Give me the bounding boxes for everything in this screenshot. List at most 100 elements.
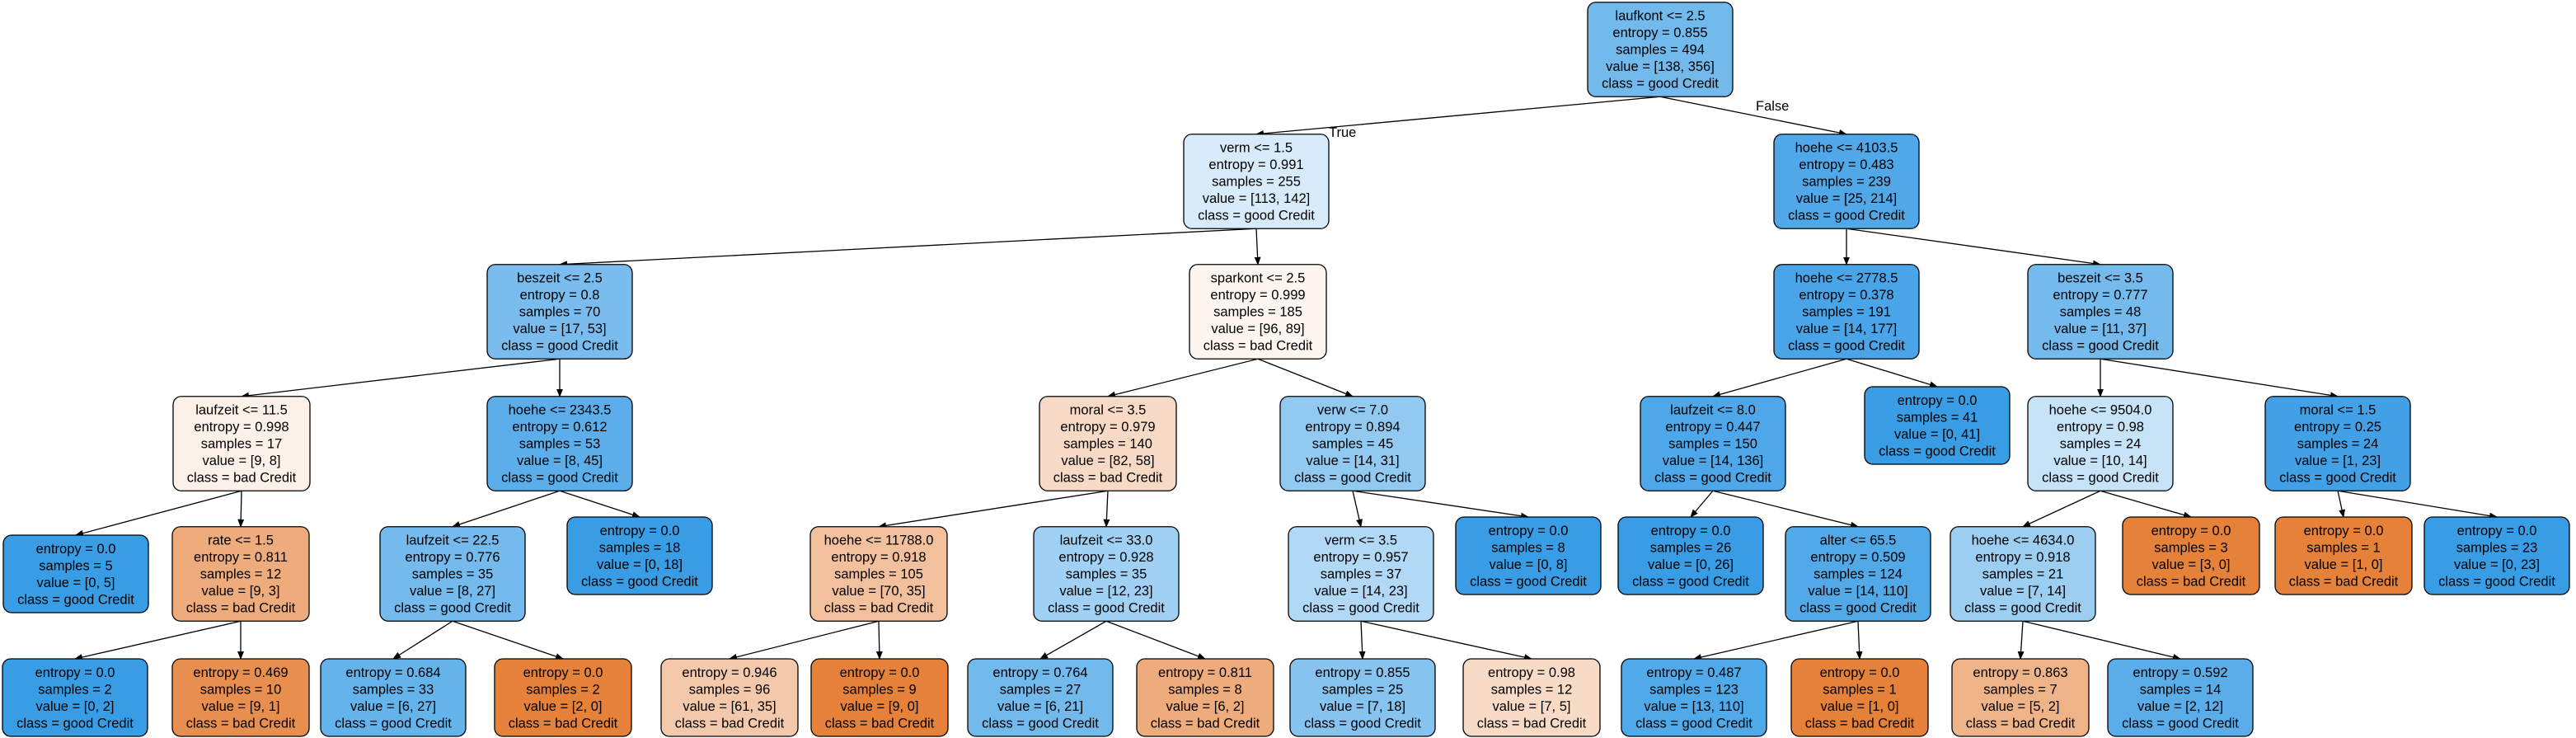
tree-node-line: value = [1, 23]: [2295, 454, 2381, 468]
tree-node-line: hoehe <= 2778.5: [1795, 271, 1898, 286]
tree-node-line: value = [82, 58]: [1061, 454, 1154, 468]
tree-node-line: entropy = 0.0: [2304, 524, 2384, 538]
tree-node-line: samples = 35: [412, 567, 494, 582]
tree-node-line: samples = 37: [1321, 567, 1402, 582]
tree-node-line: class = bad Credit: [1151, 716, 1260, 731]
tree-node-line: moral <= 1.5: [2300, 403, 2377, 418]
tree-node-box: [171, 658, 310, 737]
tree-node-line: value = [8, 45]: [517, 454, 603, 468]
tree-node-box: [1640, 396, 1786, 491]
tree-node-line: entropy = 0.0: [840, 665, 920, 680]
tree-node-box: [2, 658, 148, 737]
tree-edge-n4-n9: [1107, 358, 1259, 398]
tree-edge-n25-n42: [2022, 620, 2181, 660]
tree-node-box: [320, 658, 467, 737]
tree-edge-n5-n12: [1846, 358, 1938, 388]
tree-node-line: rate <= 1.5: [208, 534, 274, 548]
tree-edge-n10-n21: [1352, 491, 1363, 528]
tree-node-box: [810, 658, 949, 737]
tree-edge-n5-n11: [1712, 358, 1847, 398]
tree-node-line: samples = 255: [1212, 175, 1301, 190]
tree-node-line: samples = 2: [526, 682, 599, 697]
tree-node-line: samples = 3: [2154, 540, 2227, 555]
tree-edge-n24-n39: [1693, 620, 1859, 660]
tree-node-line: entropy = 0.776: [405, 550, 500, 565]
tree-node-line: entropy = 0.98: [2057, 420, 2144, 435]
tree-node-line: class = good Credit: [1635, 716, 1753, 731]
tree-node-line: value = [7, 18]: [1320, 699, 1405, 714]
tree-node-line: value = [113, 142]: [1203, 191, 1310, 206]
tree-node-line: value = [61, 35]: [683, 699, 776, 714]
tree-node-line: samples = 150: [1668, 437, 1757, 452]
tree-edge-n4-n10: [1257, 358, 1354, 397]
tree-node-box: [1621, 658, 1767, 737]
tree-node-line: class = bad Credit: [2289, 574, 2399, 589]
tree-node-line: entropy = 0.0: [36, 542, 116, 557]
tree-edges: [74, 96, 2498, 660]
tree-node-box: [2107, 658, 2254, 737]
tree-edge-n14-n27: [2337, 491, 2345, 518]
tree-node-line: value = [138, 356]: [1606, 59, 1715, 74]
tree-node-box: [1136, 658, 1274, 737]
tree-node-line: class = good Credit: [335, 716, 452, 731]
tree-node-line: value = [11, 37]: [2054, 322, 2147, 336]
tree-node-line: hoehe <= 2343.5: [509, 403, 612, 418]
tree-edge-n1-n4: [1254, 228, 1261, 266]
tree-node-box: [660, 658, 799, 737]
tree-node-line: samples = 9: [842, 682, 916, 697]
tree-node-line: class = good Credit: [1632, 574, 1749, 589]
tree-node-line: value = [14, 177]: [1796, 322, 1897, 336]
tree-node-line: class = good Credit: [394, 601, 511, 616]
tree-edge-n20-n36: [1105, 620, 1206, 660]
tree-node-line: entropy = 0.612: [512, 420, 607, 435]
tree-node-box: [1587, 2, 1734, 97]
tree-node-line: value = [13, 110]: [1644, 699, 1743, 714]
tree-edge-n9-n20: [1103, 491, 1110, 528]
tree-node-line: class = good Credit: [1294, 471, 1411, 486]
tree-node-line: samples = 21: [1982, 567, 2064, 582]
tree-node-box: [1288, 526, 1434, 622]
tree-node-line: entropy = 0.8: [520, 288, 600, 303]
tree-edge-n7-n15: [75, 490, 242, 537]
tree-node-line: entropy = 0.487: [1646, 665, 1741, 680]
tree-node-line: entropy = 0.998: [194, 420, 289, 435]
tree-edge-n0-n2: [1659, 96, 1847, 136]
tree-node-line: value = [9, 3]: [202, 584, 280, 599]
tree-node-line: class = bad Credit: [1805, 716, 1915, 731]
tree-node-line: class = good Credit: [501, 339, 618, 354]
tree-node-box: [486, 396, 633, 491]
tree-node-line: class = bad Credit: [1477, 716, 1587, 731]
tree-node-line: class = good Credit: [2042, 471, 2159, 486]
tree-node-line: class = bad Credit: [2137, 574, 2246, 589]
tree-node-line: class = good Credit: [1304, 716, 1421, 731]
tree-node-line: class = bad Credit: [675, 716, 785, 731]
tree-node-line: laufzeit <= 8.0: [1670, 403, 1756, 418]
tree-node-line: samples = 26: [1650, 540, 1732, 555]
tree-node-line: samples = 5: [39, 558, 112, 573]
tree-node-line: samples = 1: [2306, 540, 2380, 555]
tree-node-box: [2122, 516, 2260, 595]
tree-node-box: [809, 526, 948, 622]
tree-node-line: entropy = 0.25: [2294, 420, 2381, 435]
tree-node-line: value = [10, 14]: [2053, 454, 2147, 468]
tree-node-line: samples = 191: [1802, 305, 1891, 320]
tree-node-line: class = good Credit: [1302, 601, 1419, 616]
tree-node-line: class = good Credit: [2438, 574, 2555, 589]
tree-node-line: samples = 8: [1168, 682, 1241, 697]
tree-node-line: laufzeit <= 22.5: [406, 534, 500, 548]
tree-node-line: value = [0, 41]: [1894, 427, 1980, 442]
tree-node-box: [1462, 658, 1601, 737]
